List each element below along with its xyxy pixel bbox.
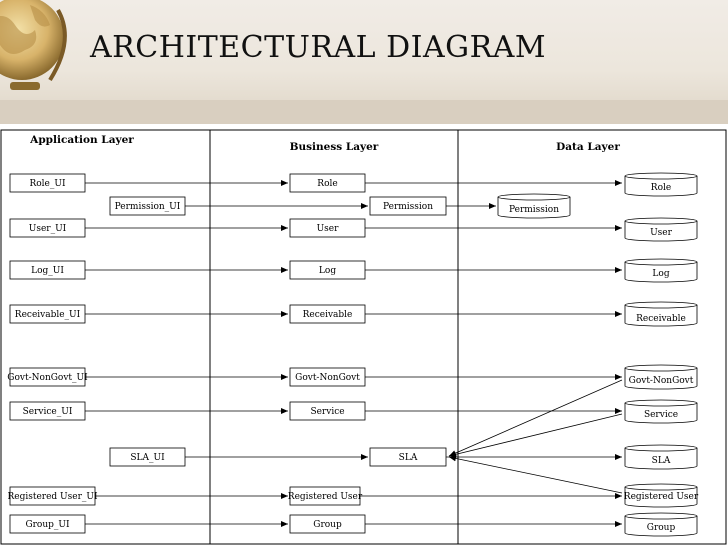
role-store-label: Role xyxy=(651,183,671,193)
receivable-store-label: Receivable xyxy=(636,314,686,324)
govt-nongovt-box-label: Govt-NonGovt xyxy=(295,373,360,383)
permission-store-label: Permission xyxy=(509,205,559,215)
permission-box-label: Permission xyxy=(383,202,433,212)
application-layer-heading: Application Layer xyxy=(29,134,134,146)
service-store: Service xyxy=(625,400,697,423)
group-ui-label: Group_UI xyxy=(25,520,70,530)
group-box-label: Group xyxy=(313,520,342,530)
role-ui-label: Role_UI xyxy=(29,179,65,189)
data-layer-heading: Data Layer xyxy=(556,141,620,153)
group-store: Group xyxy=(625,513,697,536)
service-ui-label: Service_UI xyxy=(23,407,73,417)
service-box-label: Service xyxy=(310,407,344,417)
role-store: Role xyxy=(625,173,697,196)
registered-user-store-label: Registered User xyxy=(624,492,699,502)
service-store-label: Service xyxy=(644,410,678,420)
business-layer-heading: Business Layer xyxy=(290,141,379,153)
log-store: Log xyxy=(625,259,697,282)
user-box-label: User xyxy=(317,224,340,234)
log-ui-label: Log_UI xyxy=(31,266,64,276)
group-store-label: Group xyxy=(647,523,676,533)
registered-user-ui-label: Registered User_UI xyxy=(7,492,97,502)
sla-store: SLA xyxy=(625,445,697,469)
sla-store-label: SLA xyxy=(652,456,671,466)
govt-nongovt-store-label: Govt-NonGovt xyxy=(629,376,694,386)
sla-ui-label: SLA_UI xyxy=(130,453,165,463)
registered-user-store: Registered User xyxy=(624,484,699,507)
receivable-box-label: Receivable xyxy=(303,310,353,320)
user-ui-label: User_UI xyxy=(29,224,67,234)
permission-ui-label: Permission_UI xyxy=(115,202,181,212)
receivable-store: Receivable xyxy=(625,302,697,326)
user-store-label: User xyxy=(650,228,673,238)
receivable-ui-label: Receivable_UI xyxy=(15,310,81,320)
log-box-label: Log xyxy=(319,266,336,276)
sla-box-label: SLA xyxy=(399,453,418,463)
role-box-label: Role xyxy=(317,179,337,189)
registered-user-box-label: Registered User xyxy=(288,492,363,502)
govt-nongovt-ui-label: Govt-NonGovt_UI xyxy=(7,373,88,383)
permission-store: Permission xyxy=(498,194,570,218)
log-store-label: Log xyxy=(652,269,669,279)
user-store: User xyxy=(625,218,697,241)
govt-nongovt-store: Govt-NonGovt xyxy=(625,365,697,389)
